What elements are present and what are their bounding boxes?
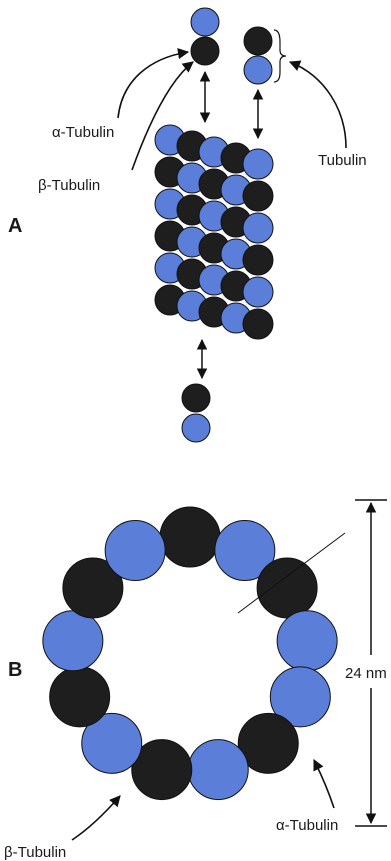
- beta-tubulin-subunit: [243, 245, 273, 275]
- alpha-tubulin-subunit: [243, 277, 273, 307]
- beta-tubulin-subunit: [243, 181, 273, 211]
- dimension-bar: 24 nm: [340, 500, 390, 826]
- beta-tubulin-label: β-Tubulin: [38, 177, 100, 194]
- beta-tubulin-subunit: [160, 507, 220, 567]
- dimension-label: 24 nm: [345, 665, 387, 682]
- alpha-leader-line: [118, 52, 188, 118]
- beta-tubulin-subunit: [191, 37, 219, 65]
- alpha-ring-leader-line: [314, 760, 334, 808]
- alpha-tubulin-subunit: [244, 56, 272, 84]
- panel-a: A α-Tubulin β-Tubulin Tubulin: [8, 8, 367, 442]
- beta-tubulin-subunit: [182, 384, 210, 412]
- panel-b: B 24 nm β-Tubulin α-Tubulin: [4, 500, 390, 861]
- tubulin-leader-line: [290, 62, 346, 148]
- alpha-tubulin-subunit: [243, 149, 273, 179]
- alpha-tubulin-subunit: [105, 521, 165, 581]
- beta-tubulin-subunit: [257, 558, 317, 618]
- dimer-top-left: [191, 8, 219, 65]
- alpha-tubulin-subunit: [43, 611, 103, 671]
- dimer-bottom: [182, 384, 210, 442]
- alpha-tubulin-subunit: [191, 8, 219, 36]
- alpha-tubulin-subunit: [182, 414, 210, 442]
- beta-tubulin-subunit: [50, 667, 110, 727]
- panel-a-letter: A: [8, 215, 22, 237]
- microtubule-cross-section-ring: [43, 507, 337, 800]
- tubulin-label: Tubulin: [318, 152, 367, 169]
- microtubule-lattice: [155, 125, 273, 339]
- alpha-tubulin-subunit: [188, 740, 248, 800]
- beta-tubulin-subunit: [244, 27, 272, 55]
- panel-b-letter: B: [8, 659, 22, 681]
- alpha-tubulin-subunit: [277, 611, 337, 671]
- beta-tubulin-subunit: [243, 309, 273, 339]
- tubulin-bracket: [274, 30, 286, 82]
- alpha-tubulin-subunit: [243, 213, 273, 243]
- alpha-tubulin-ring-label: α-Tubulin: [276, 817, 338, 834]
- dimer-top-right: [244, 27, 272, 84]
- beta-tubulin-ring-label: β-Tubulin: [4, 844, 66, 861]
- beta-ring-leader-line: [72, 796, 120, 840]
- alpha-tubulin-label: α-Tubulin: [52, 124, 114, 141]
